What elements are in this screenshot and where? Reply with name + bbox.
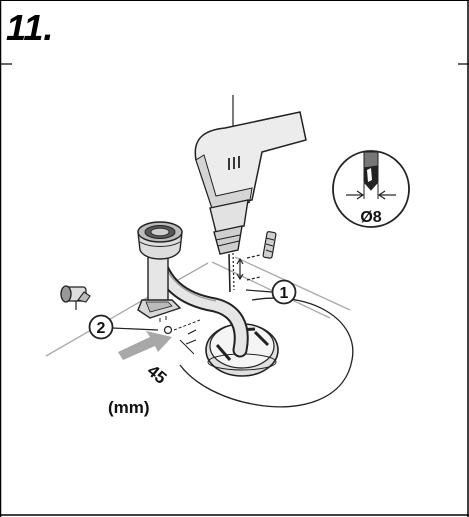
drill-bit-inset <box>332 150 410 228</box>
step-number: 11. <box>6 7 54 48</box>
wall-plug <box>262 231 277 259</box>
dimension-arrow <box>118 331 172 360</box>
mixer-head <box>137 221 183 260</box>
callout-2-number: 2 <box>97 320 106 337</box>
mixer-stand <box>137 249 182 319</box>
fixing-screw <box>60 285 91 310</box>
drill <box>194 95 307 293</box>
callout-1-leader <box>245 289 273 293</box>
dimension-value: 45 <box>144 361 171 388</box>
callout-1-number: 1 <box>280 285 289 302</box>
depth-marker <box>236 254 261 281</box>
floor-outline <box>179 297 354 408</box>
unit-label: (mm) <box>108 398 150 417</box>
hole-position-mark <box>159 316 201 355</box>
callout-2-circle <box>88 314 114 340</box>
callout-2-leader <box>111 327 159 331</box>
callout-1-circle <box>271 279 297 305</box>
drill-bit-diameter: Ø8 <box>360 209 381 226</box>
